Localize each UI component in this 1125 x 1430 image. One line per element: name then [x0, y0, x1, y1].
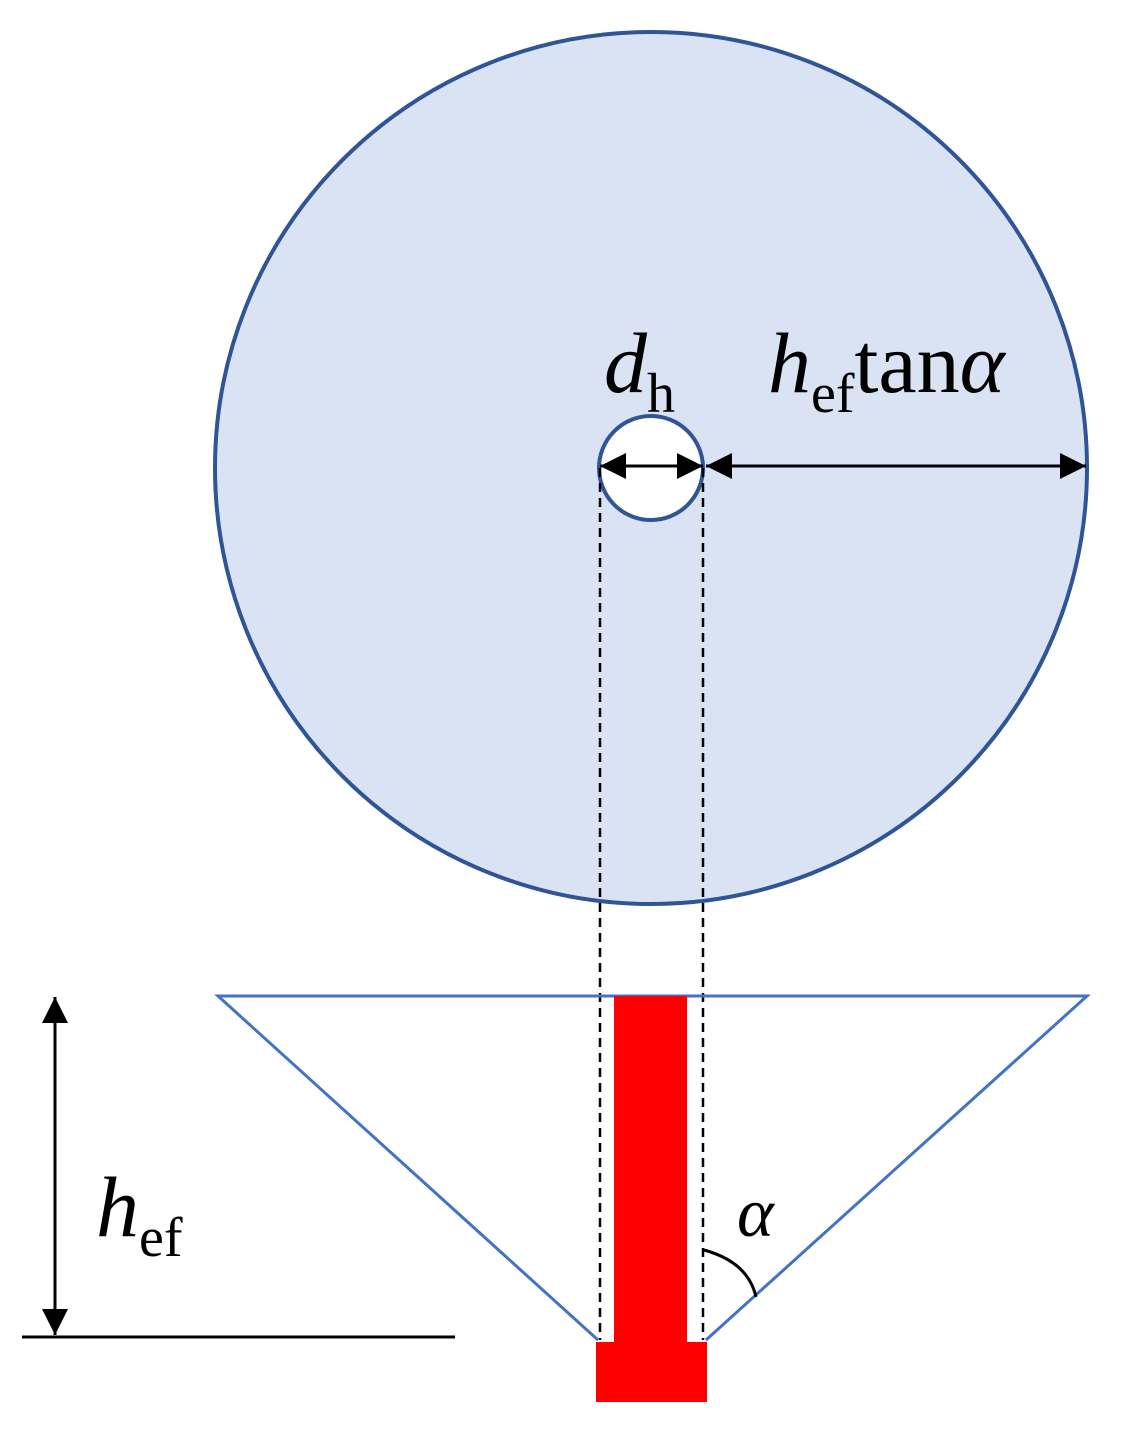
anchor-hole-circle [597, 414, 705, 522]
angle-label: α [737, 1175, 775, 1252]
anchor-head [596, 1342, 707, 1402]
anchor-shaft [614, 996, 687, 1344]
angle-arc [703, 1248, 758, 1298]
hole-diameter-label: dh [604, 315, 675, 425]
cone-radius-label: heftanα [768, 315, 1007, 425]
embedment-depth-label: hef [96, 1159, 183, 1269]
